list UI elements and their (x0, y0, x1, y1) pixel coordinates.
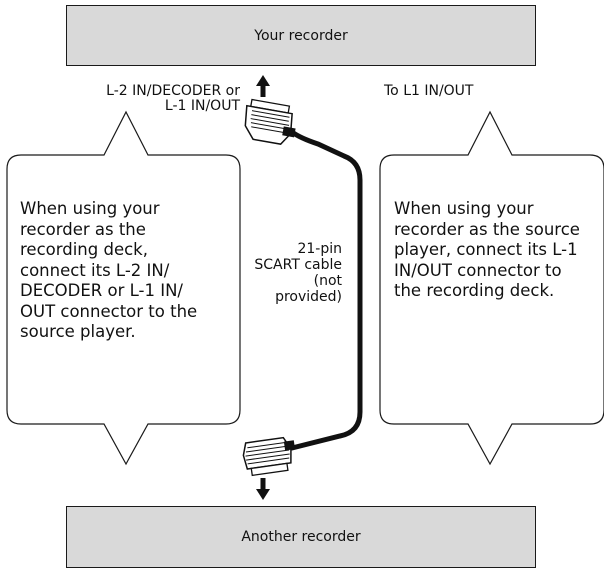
right-bubble-text-line: When using your (394, 199, 534, 218)
top-scart-plug-icon (244, 98, 296, 145)
right-bubble-text-line: player, connect its L-1 (394, 240, 578, 259)
cable-label: 21-pin SCART cable (not provided) (238, 241, 342, 305)
left-bubble-text-line: recorder as the (20, 219, 146, 239)
right-bubble-text-line: IN/OUT connector to (394, 260, 562, 280)
right-bubble-text-line: the recording deck. (394, 281, 555, 300)
another-recorder-label: Another recorder (241, 529, 361, 545)
right-connector-label: To L1 IN/OUT (384, 83, 474, 99)
cable-label-line: 21-pin (297, 241, 342, 257)
bottom-scart-plug-icon (242, 436, 296, 477)
cable-label-line: provided) (275, 289, 342, 305)
your-recorder-label: Your recorder (254, 27, 348, 44)
right-bubble-text: When using your recorder as the source p… (394, 199, 600, 302)
scart-cable (289, 129, 363, 451)
your-recorder-box: Your recorder (66, 5, 536, 66)
right-bubble-text-line: recorder as the source (394, 219, 580, 239)
left-bubble (6, 110, 241, 466)
left-connector-label-line: L-2 IN/DECODER or (106, 83, 240, 99)
cable-label-line: SCART cable (254, 257, 342, 273)
left-bubble-text-line: DECODER or L-1 IN/ (20, 281, 183, 300)
left-connector-label-line: L-1 IN/OUT (164, 98, 240, 114)
left-bubble-text-line: When using your (20, 199, 160, 218)
right-bubble (379, 110, 604, 466)
down-arrow-icon (256, 478, 270, 500)
up-arrow-icon (256, 75, 270, 97)
cable-label-line: (not (313, 273, 342, 289)
left-bubble-text-line: OUT connector to the (20, 301, 198, 321)
another-recorder-box: Another recorder (66, 506, 536, 568)
left-bubble-text: When using your recorder as the recordin… (20, 199, 230, 343)
left-bubble-text-line: source player. (20, 322, 136, 341)
left-connector-label: L-2 IN/DECODER or L-1 IN/OUT (70, 84, 240, 114)
left-bubble-text-line: connect its L-2 IN/ (20, 260, 170, 280)
left-bubble-text-line: recording deck, (20, 240, 148, 259)
